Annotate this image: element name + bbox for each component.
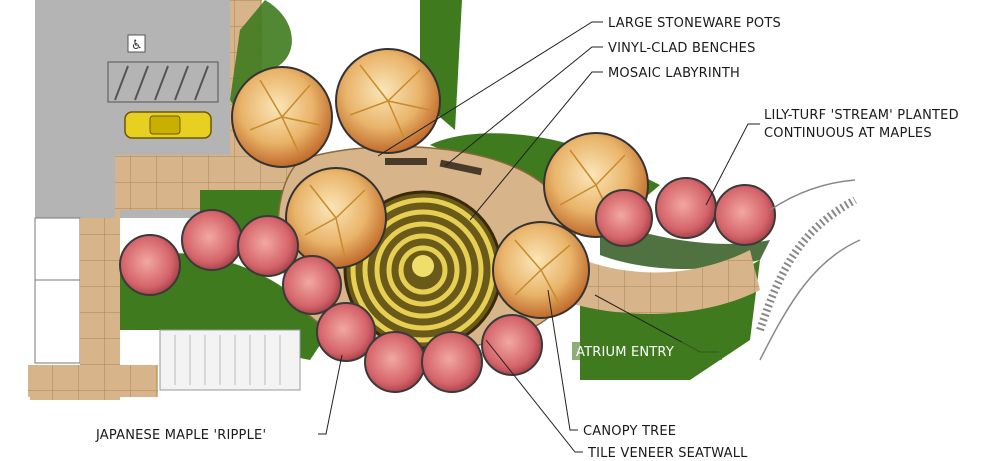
label-canopy-tree: CANOPY TREE: [583, 424, 676, 439]
building-edge: [34, 217, 81, 364]
entry-steps: [159, 329, 301, 391]
label-atrium-entry: ATRIUM ENTRY: [576, 345, 674, 360]
lawn-strip: [600, 220, 770, 270]
label-mosaic-labyrinth: MOSAIC LABYRINTH: [608, 66, 740, 81]
label-large-stoneware-pots: LARGE STONEWARE POTS: [608, 16, 781, 31]
svg-text:♿: ♿: [131, 38, 143, 53]
bench-1: [385, 158, 427, 165]
car-icon: [124, 111, 212, 139]
label-vinyl-clad-benches: VINYL-CLAD BENCHES: [608, 41, 756, 56]
accessible-parking-icon: ♿: [127, 34, 146, 53]
label-lily-turf-2: CONTINUOUS AT MAPLES: [764, 126, 932, 141]
bench-2: [439, 159, 483, 176]
atrium-arc: [756, 179, 861, 361]
parking-stripes: [107, 61, 219, 103]
label-lily-turf-1: LILY-TURF 'STREAM' PLANTED: [764, 108, 959, 123]
paving-lower: [28, 365, 158, 397]
japanese-maple: [119, 177, 776, 393]
label-tile-veneer-seatwall: TILE VENEER SEATWALL: [587, 446, 748, 461]
path-to-atrium: [560, 250, 760, 314]
label-japanese-maple: JAPANESE MAPLE 'RIPPLE': [95, 428, 266, 443]
atrium-label-backdrop: [572, 342, 722, 360]
